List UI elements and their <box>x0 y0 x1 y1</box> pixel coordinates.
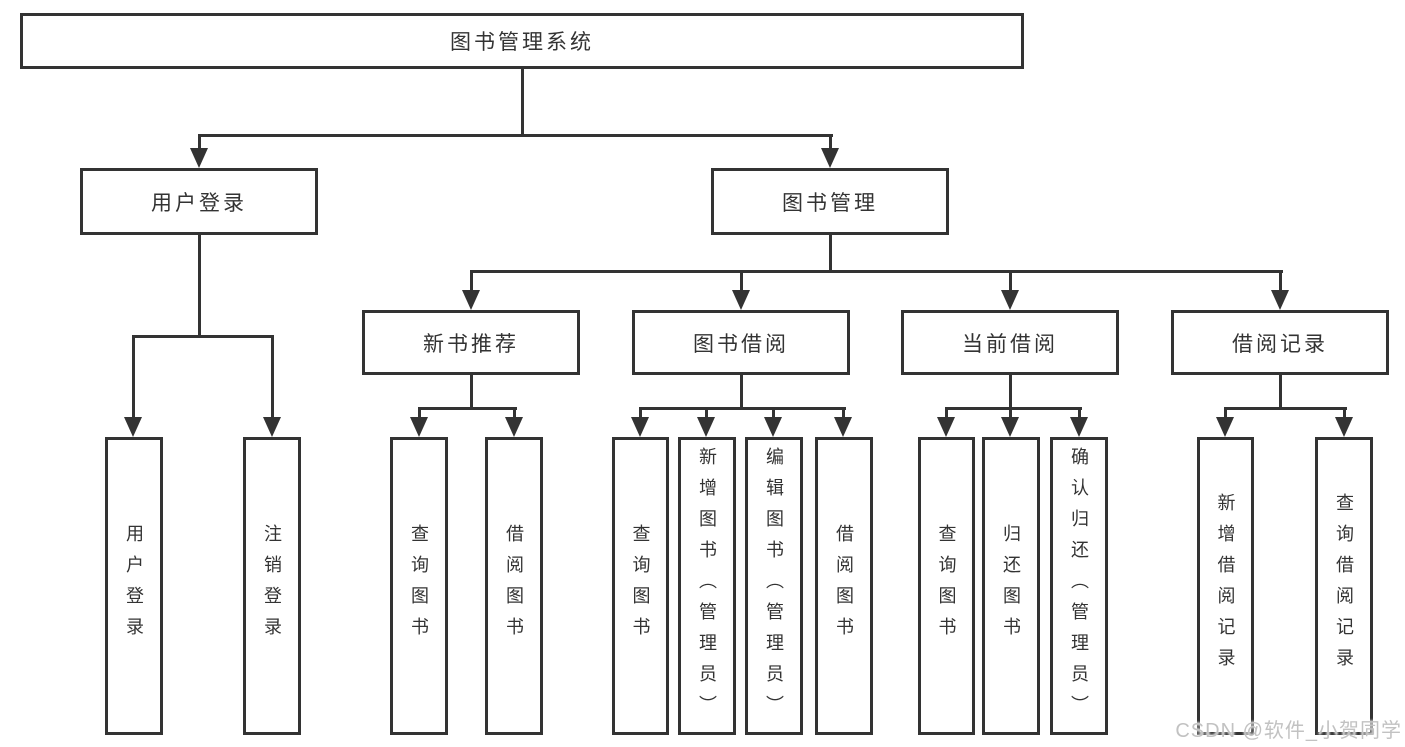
connector-line <box>772 407 775 419</box>
leaf-add-book-admin: 新增图书（管理员） <box>678 437 736 735</box>
connector-line <box>842 407 845 419</box>
leaf-add-borrow-record: 新增借阅记录 <box>1197 437 1254 735</box>
arrow-down-icon <box>1335 417 1353 437</box>
leaf-query-books-recommend: 查询图书 <box>390 437 448 735</box>
leaf-user-login: 用户登录 <box>105 437 163 735</box>
connector-line <box>1078 407 1081 419</box>
connector-line <box>418 407 421 419</box>
arrow-down-icon <box>190 148 208 168</box>
arrow-down-icon <box>462 290 480 310</box>
arrow-down-icon <box>764 417 782 437</box>
leaf-query-books-current: 查询图书 <box>918 437 975 735</box>
connector-line <box>470 270 1283 273</box>
arrow-down-icon <box>1001 290 1019 310</box>
arrow-down-icon <box>631 417 649 437</box>
arrow-down-icon <box>834 417 852 437</box>
connector-line <box>945 407 948 419</box>
connector-line <box>418 407 517 410</box>
arrow-down-icon <box>697 417 715 437</box>
node-borrow-records: 借阅记录 <box>1171 310 1389 375</box>
arrow-down-icon <box>1271 290 1289 310</box>
arrow-down-icon <box>937 417 955 437</box>
node-current-borrow: 当前借阅 <box>901 310 1119 375</box>
arrow-down-icon <box>505 417 523 437</box>
leaf-edit-book-admin: 编辑图书（管理员） <box>745 437 803 735</box>
connector-line <box>1009 270 1012 292</box>
node-new-book-recommend: 新书推荐 <box>362 310 580 375</box>
arrow-down-icon <box>732 290 750 310</box>
node-book-management: 图书管理 <box>711 168 949 235</box>
connector-line <box>198 134 201 152</box>
connector-line <box>945 407 1082 410</box>
connector-line <box>639 407 642 419</box>
leaf-query-books-borrow: 查询图书 <box>612 437 669 735</box>
leaf-borrow-books: 借阅图书 <box>815 437 873 735</box>
node-root: 图书管理系统 <box>20 13 1024 69</box>
arrow-down-icon <box>821 148 839 168</box>
leaf-confirm-return-admin: 确认归还（管理员） <box>1050 437 1108 735</box>
watermark: CSDN @软件_小贺同学 <box>1175 720 1402 742</box>
connector-line <box>521 69 524 134</box>
leaf-borrow-books-recommend: 借阅图书 <box>485 437 543 735</box>
arrow-down-icon <box>124 417 142 437</box>
connector-line <box>1009 375 1012 407</box>
arrow-down-icon <box>263 417 281 437</box>
leaf-return-book: 归还图书 <box>982 437 1040 735</box>
connector-line <box>1279 375 1282 407</box>
node-book-borrow: 图书借阅 <box>632 310 850 375</box>
connector-line <box>829 134 832 152</box>
connector-line <box>1224 407 1227 419</box>
arrow-down-icon <box>1070 417 1088 437</box>
connector-line <box>470 270 473 292</box>
connector-line <box>705 407 708 419</box>
leaf-logout: 注销登录 <box>243 437 301 735</box>
connector-line <box>829 235 832 270</box>
connector-line <box>740 270 743 292</box>
connector-line <box>639 407 846 410</box>
connector-line <box>132 335 274 338</box>
arrow-down-icon <box>410 417 428 437</box>
connector-line <box>198 134 833 137</box>
connector-line <box>740 375 743 407</box>
node-user-login: 用户登录 <box>80 168 318 235</box>
connector-line <box>271 335 274 419</box>
connector-line <box>1279 270 1282 292</box>
arrow-down-icon <box>1001 417 1019 437</box>
leaf-query-borrow-record: 查询借阅记录 <box>1315 437 1373 735</box>
connector-line <box>513 407 516 419</box>
connector-line <box>1009 407 1012 419</box>
connector-line <box>1343 407 1346 419</box>
connector-line <box>198 235 201 335</box>
connector-line <box>1224 407 1347 410</box>
connector-line <box>132 335 135 419</box>
arrow-down-icon <box>1216 417 1234 437</box>
connector-line <box>470 375 473 407</box>
